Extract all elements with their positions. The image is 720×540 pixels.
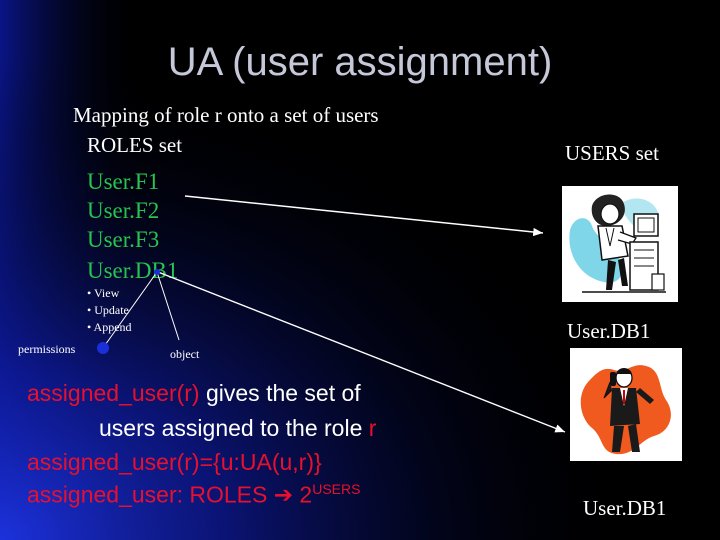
permissions-node	[97, 342, 109, 354]
role-node	[154, 269, 160, 275]
statement-line-3: assigned_user(r)={u:UA(u,r)}	[27, 449, 322, 475]
statement-text: users assigned to the role	[99, 415, 369, 441]
users-set-label: USERS set	[565, 141, 659, 165]
statement-superscript: USERS	[312, 481, 361, 497]
statement-line-4: assigned_user: ROLES ➔ 2USERS	[27, 481, 360, 509]
user-picture-2	[570, 348, 682, 461]
object-label: object	[170, 347, 200, 361]
statement-text: gives the set of	[199, 380, 361, 406]
role-item: User.DB1	[87, 258, 179, 283]
object-connector	[156, 271, 180, 341]
permissions-connector	[102, 271, 158, 349]
permission-item: • View	[87, 286, 120, 300]
role-item: User.F3	[87, 227, 160, 252]
statement-mapping: assigned_user: ROLES	[27, 481, 274, 508]
user-picture-label: User.DB1	[583, 496, 667, 520]
user-picture-label: User.DB1	[567, 319, 651, 343]
roles-set-label: ROLES set	[87, 133, 183, 157]
arrow-db1-to-user	[157, 271, 566, 433]
user-picture-1	[562, 186, 678, 302]
subtitle: Mapping of role r onto a set of users	[73, 103, 379, 127]
role-item: User.F2	[87, 198, 160, 223]
statement-line-1: assigned_user(r) gives the set of	[27, 380, 361, 407]
arrow-f1-to-user	[184, 195, 544, 237]
permissions-list: • View • Update • Append	[87, 285, 132, 336]
man-on-phone-clipart	[580, 365, 671, 455]
permissions-label: permissions	[18, 342, 76, 356]
statement-role-variable: r	[368, 415, 377, 441]
woman-at-computer-clipart	[569, 194, 666, 293]
role-item: User.F1	[87, 169, 160, 194]
slide-title: UA (user assignment)	[167, 40, 553, 84]
statement-line-2: users assigned to the role r	[99, 415, 376, 442]
arrow-right-icon: ➔	[273, 481, 294, 508]
statement-function: assigned_user(r)	[27, 380, 200, 406]
permission-item: • Update	[87, 303, 129, 317]
statement-powerset: 2	[293, 481, 313, 508]
